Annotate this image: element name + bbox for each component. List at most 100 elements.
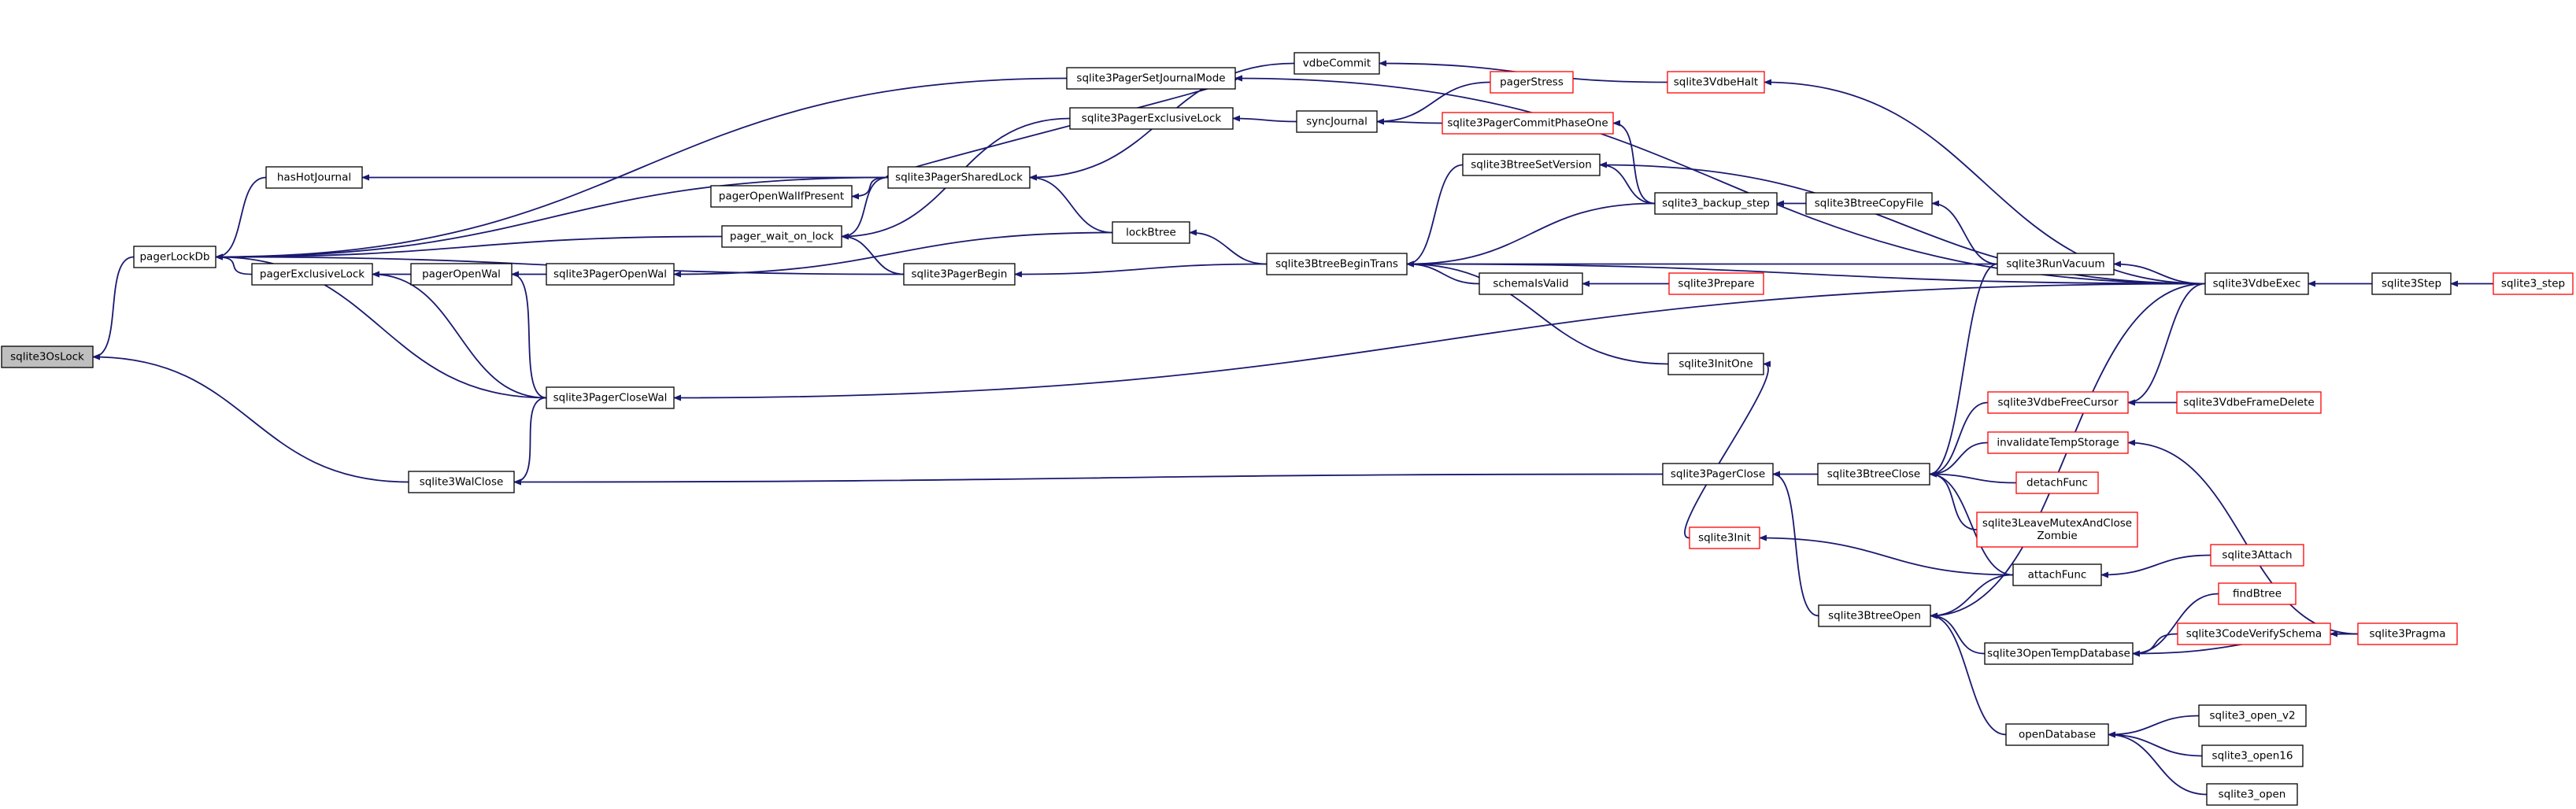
node-box-sqlite3Init[interactable] (1689, 526, 1760, 549)
node-box-sqlite3Step[interactable] (2371, 272, 2452, 295)
node-sqlite3PagerOpenWal[interactable]: sqlite3PagerOpenWal (546, 263, 675, 286)
node-box-sqlite3BtreeBeginTrans[interactable] (1266, 253, 1408, 275)
node-sqlite3_open16[interactable]: sqlite3_open16 (2201, 744, 2304, 767)
node-sqlite3PagerSetJournalMode[interactable]: sqlite3PagerSetJournalMode (1066, 67, 1236, 90)
node-box-sqlite3Prepare[interactable] (1668, 272, 1764, 295)
node-box-lockBtree[interactable] (1112, 221, 1190, 244)
node-sqlite3VdbeFrameDelete[interactable]: sqlite3VdbeFrameDelete (2176, 391, 2322, 414)
node-sqlite3Prepare[interactable]: sqlite3Prepare (1668, 272, 1764, 295)
node-box-vdbeCommit[interactable] (1294, 52, 1380, 75)
node-box-invalidateTempStorage[interactable] (1987, 431, 2129, 454)
node-pagerLockDb[interactable]: pagerLockDb (133, 246, 217, 268)
node-box-sqlite3PagerOpenWal[interactable] (546, 263, 675, 286)
node-box-pagerOpenWalIfPresent[interactable] (710, 185, 853, 208)
node-sqlite3BtreeClose[interactable]: sqlite3BtreeClose (1817, 463, 1930, 486)
node-sqlite3OpenTempDatabase[interactable]: sqlite3OpenTempDatabase (1984, 642, 2134, 665)
node-box-sqlite3VdbeExec[interactable] (2204, 272, 2309, 295)
node-sqlite3InitOne[interactable]: sqlite3InitOne (1667, 353, 1764, 375)
node-detachFunc[interactable]: detachFunc (2015, 471, 2099, 494)
node-box-sqlite3VdbeFreeCursor[interactable] (1987, 391, 2129, 414)
node-box-sqlite3PagerClose[interactable] (1662, 463, 1774, 486)
node-sqlite3Init[interactable]: sqlite3Init (1689, 526, 1760, 549)
node-sqlite3_step[interactable]: sqlite3_step (2493, 272, 2574, 295)
node-sqlite3PagerClose[interactable]: sqlite3PagerClose (1662, 463, 1774, 486)
node-box-sqlite3_backup_step[interactable] (1654, 192, 1778, 215)
node-box-sqlite3PagerSetJournalMode[interactable] (1066, 67, 1236, 90)
node-box-sqlite3OsLock[interactable] (1, 345, 94, 368)
node-box-sqlite3PagerCommitPhaseOne[interactable] (1442, 112, 1614, 135)
node-sqlite3PagerCloseWal[interactable]: sqlite3PagerCloseWal (546, 386, 675, 409)
node-pagerOpenWalIfPresent[interactable]: pagerOpenWalIfPresent (710, 185, 853, 208)
node-vdbeCommit[interactable]: vdbeCommit (1294, 52, 1380, 75)
node-sqlite3BtreeSetVersion[interactable]: sqlite3BtreeSetVersion (1462, 153, 1601, 176)
node-box-sqlite3WalClose[interactable] (408, 471, 515, 493)
node-box-sqlite3PagerCloseWal[interactable] (546, 386, 675, 409)
node-box-pagerOpenWal[interactable] (410, 263, 513, 286)
node-sqlite3Attach[interactable]: sqlite3Attach (2210, 544, 2304, 567)
node-sqlite3BtreeOpen[interactable]: sqlite3BtreeOpen (1818, 604, 1931, 627)
node-box-pagerExclusiveLock[interactable] (251, 263, 373, 286)
node-sqlite3BtreeBeginTrans[interactable]: sqlite3BtreeBeginTrans (1266, 253, 1408, 275)
node-box-schemaIsValid[interactable] (1479, 272, 1583, 295)
node-sqlite3_open[interactable]: sqlite3_open (2206, 783, 2298, 806)
node-sqlite3_open_v2[interactable]: sqlite3_open_v2 (2198, 704, 2307, 727)
node-sqlite3VdbeHalt[interactable]: sqlite3VdbeHalt (1667, 71, 1765, 94)
node-box-sqlite3_open_v2[interactable] (2198, 704, 2307, 727)
node-box-detachFunc[interactable] (2015, 471, 2099, 494)
node-box-hasHotJournal[interactable] (265, 166, 363, 189)
node-sqlite3_backup_step[interactable]: sqlite3_backup_step (1654, 192, 1778, 215)
node-sqlite3OsLock[interactable]: sqlite3OsLock (1, 345, 94, 368)
node-box-pager_wait_on_lock[interactable] (721, 225, 842, 248)
node-sqlite3PagerCommitPhaseOne[interactable]: sqlite3PagerCommitPhaseOne (1442, 112, 1614, 135)
node-sqlite3RunVacuum[interactable]: sqlite3RunVacuum (1997, 253, 2115, 275)
node-sqlite3PagerBegin[interactable]: sqlite3PagerBegin (903, 263, 1016, 286)
node-pagerOpenWal[interactable]: pagerOpenWal (410, 263, 513, 286)
node-sqlite3PagerExclusiveLock[interactable]: sqlite3PagerExclusiveLock (1069, 107, 1234, 130)
node-box-attachFunc[interactable] (2012, 563, 2102, 586)
node-invalidateTempStorage[interactable]: invalidateTempStorage (1987, 431, 2129, 454)
node-box-sqlite3InitOne[interactable] (1667, 353, 1764, 375)
node-box-sqlite3BtreeCopyFile[interactable] (1805, 192, 1933, 215)
node-box-sqlite3OpenTempDatabase[interactable] (1984, 642, 2134, 665)
node-box-sqlite3BtreeSetVersion[interactable] (1462, 153, 1601, 176)
node-box-sqlite3_open[interactable] (2206, 783, 2298, 806)
node-box-sqlite3Attach[interactable] (2210, 544, 2304, 567)
node-sqlite3Pragma[interactable]: sqlite3Pragma (2357, 622, 2458, 645)
node-sqlite3Step[interactable]: sqlite3Step (2371, 272, 2452, 295)
node-sqlite3CodeVerifySchema[interactable]: sqlite3CodeVerifySchema (2177, 622, 2331, 645)
node-box-sqlite3Pragma[interactable] (2357, 622, 2458, 645)
node-pager_wait_on_lock[interactable]: pager_wait_on_lock (721, 225, 842, 248)
node-box-sqlite3BtreeClose[interactable] (1817, 463, 1930, 486)
node-findBtree[interactable]: findBtree (2218, 582, 2297, 605)
node-box-openDatabase[interactable] (2005, 723, 2109, 746)
node-schemaIsValid[interactable]: schemaIsValid (1479, 272, 1583, 295)
node-box-sqlite3PagerSharedLock[interactable] (887, 166, 1031, 189)
node-pagerExclusiveLock[interactable]: pagerExclusiveLock (251, 263, 373, 286)
node-box-sqlite3PagerBegin[interactable] (903, 263, 1016, 286)
node-openDatabase[interactable]: openDatabase (2005, 723, 2109, 746)
node-box-sqlite3BtreeOpen[interactable] (1818, 604, 1931, 627)
node-sqlite3BtreeCopyFile[interactable]: sqlite3BtreeCopyFile (1805, 192, 1933, 215)
node-syncJournal[interactable]: syncJournal (1296, 110, 1378, 133)
node-hasHotJournal[interactable]: hasHotJournal (265, 166, 363, 189)
node-box-sqlite3VdbeHalt[interactable] (1667, 71, 1765, 94)
node-lockBtree[interactable]: lockBtree (1112, 221, 1190, 244)
node-sqlite3VdbeExec[interactable]: sqlite3VdbeExec (2204, 272, 2309, 295)
node-box-pagerLockDb[interactable] (133, 246, 217, 268)
node-sqlite3VdbeFreeCursor[interactable]: sqlite3VdbeFreeCursor (1987, 391, 2129, 414)
node-box-sqlite3_step[interactable] (2493, 272, 2574, 295)
node-box-sqlite3CodeVerifySchema[interactable] (2177, 622, 2331, 645)
node-attachFunc[interactable]: attachFunc (2012, 563, 2102, 586)
node-pagerStress[interactable]: pagerStress (1490, 71, 1574, 94)
node-box-sqlite3PagerExclusiveLock[interactable] (1069, 107, 1234, 130)
node-sqlite3PagerSharedLock[interactable]: sqlite3PagerSharedLock (887, 166, 1031, 189)
node-box-sqlite3VdbeFrameDelete[interactable] (2176, 391, 2322, 414)
node-box-pagerStress[interactable] (1490, 71, 1574, 94)
node-sqlite3WalClose[interactable]: sqlite3WalClose (408, 471, 515, 493)
node-box-sqlite3_open16[interactable] (2201, 744, 2304, 767)
node-box-findBtree[interactable] (2218, 582, 2297, 605)
node-box-syncJournal[interactable] (1296, 110, 1378, 133)
node-box-sqlite3LeaveMutexAndCloseZombie[interactable] (1976, 512, 2138, 548)
node-box-sqlite3RunVacuum[interactable] (1997, 253, 2115, 275)
